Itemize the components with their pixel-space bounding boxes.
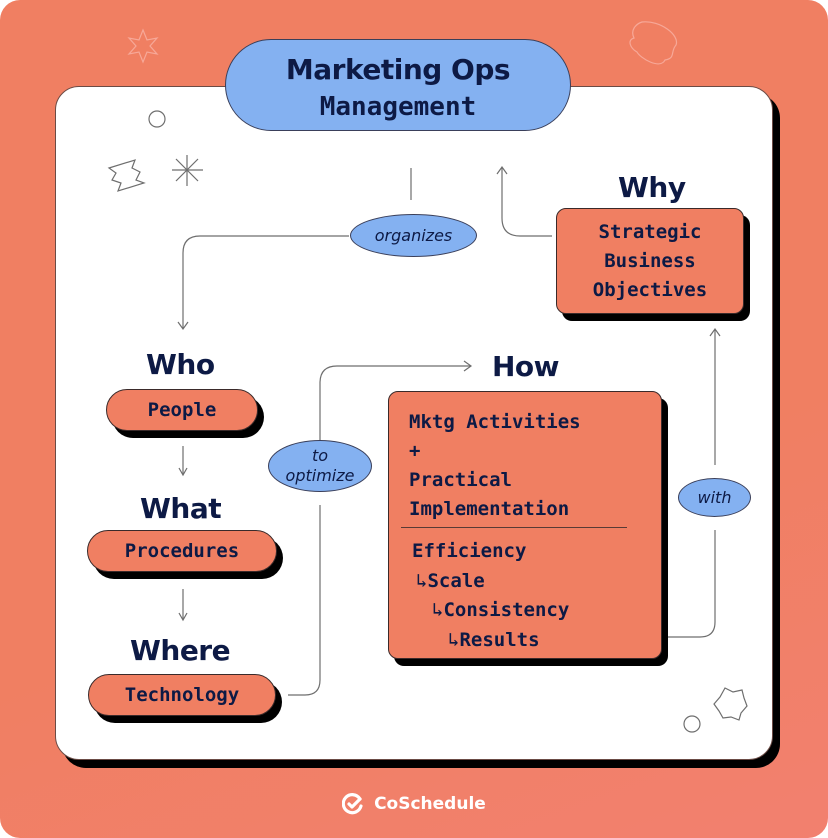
- how-line: Practical: [409, 469, 512, 491]
- to-optimize-label: to optimize: [268, 440, 372, 492]
- heading-how: How: [492, 350, 560, 383]
- technology-node: Technology: [88, 674, 276, 716]
- how-line: Implementation: [409, 498, 570, 520]
- technology-text: Technology: [124, 684, 240, 706]
- chain-arrow-icon: ↳: [416, 569, 428, 592]
- to-optimize-text: optimize: [285, 466, 355, 485]
- people-text: People: [147, 399, 217, 421]
- organizes-text: organizes: [374, 225, 453, 245]
- to-optimize-text: to: [311, 446, 329, 465]
- procedures-node: Procedures: [87, 530, 277, 572]
- chain-item: Scale: [427, 569, 485, 592]
- brand-footer: CoSchedule: [0, 793, 828, 815]
- blob-outline-icon: [629, 21, 678, 65]
- chain-item: Consistency: [443, 599, 570, 621]
- starburst-outline-icon: [713, 687, 748, 721]
- circle-outline-icon: [148, 110, 166, 128]
- chain-item: Efficiency: [412, 540, 527, 562]
- title-line-2: Management: [319, 92, 477, 122]
- coschedule-logo-icon: [341, 793, 363, 815]
- heading-where: Where: [130, 634, 231, 667]
- procedures-text: Procedures: [124, 540, 240, 562]
- chain-item: Results: [459, 628, 540, 651]
- asterisk-outline-icon: [172, 155, 203, 186]
- why-line: Business: [604, 250, 696, 272]
- why-box: Strategic Business Objectives: [556, 208, 744, 314]
- how-line: +: [409, 440, 421, 462]
- with-text: with: [697, 487, 732, 507]
- why-line: Strategic: [598, 221, 702, 243]
- with-label: with: [678, 478, 751, 517]
- why-line: Objectives: [592, 279, 708, 301]
- how-box: Mktg Activities + Practical Implementati…: [388, 391, 662, 659]
- title-line-1: Marketing Ops: [285, 53, 511, 86]
- chain-arrow-icon: ↳: [448, 628, 460, 651]
- heading-what: What: [140, 492, 222, 525]
- how-line: Mktg Activities: [409, 411, 581, 433]
- circle-outline-icon: [683, 715, 701, 733]
- heading-why: Why: [618, 171, 686, 204]
- divider: [401, 527, 627, 528]
- people-node: People: [106, 389, 258, 431]
- heading-who: Who: [146, 348, 215, 381]
- title-pill: Marketing Ops Management: [225, 39, 571, 131]
- how-chain: Efficiency ↳Scale ↳Consistency ↳Results: [412, 537, 569, 655]
- brand-name: CoSchedule: [374, 794, 486, 814]
- zigzag-outline-icon: [107, 159, 146, 192]
- how-top-section: Mktg Activities + Practical Implementati…: [409, 408, 581, 524]
- star-outline-icon: [127, 28, 159, 64]
- chain-arrow-icon: ↳: [432, 599, 444, 621]
- organizes-label: organizes: [350, 214, 477, 257]
